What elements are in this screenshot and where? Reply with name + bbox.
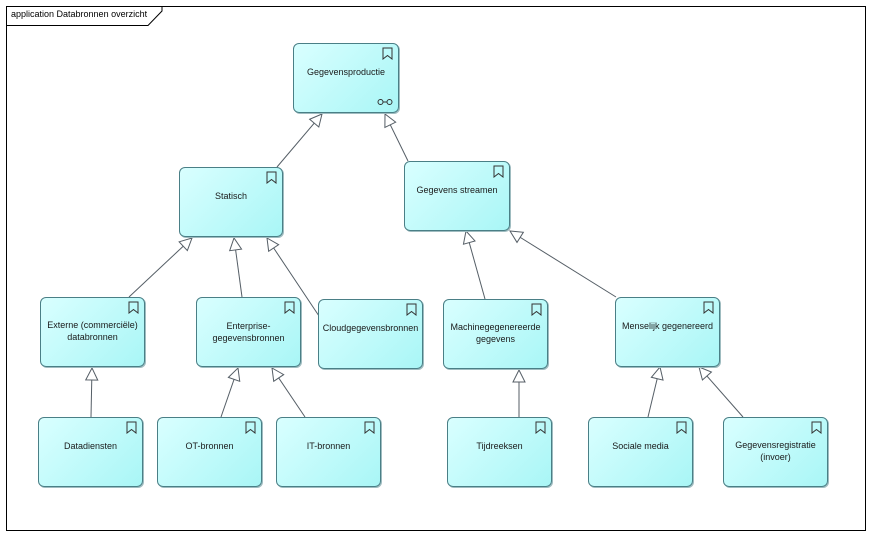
- bookmark-icon: [284, 301, 295, 314]
- node-gegevens-streamen[interactable]: Gegevens streamen: [404, 161, 510, 231]
- node-label: Datadiensten: [63, 441, 118, 451]
- edge-streamen-gegevensproductie[interactable]: [385, 114, 409, 162]
- node-machinegegenereerde-gegevens[interactable]: Machinegegenereerde gegevens: [443, 299, 548, 369]
- node-sociale-media[interactable]: Sociale media: [588, 417, 693, 487]
- bookmark-icon: [703, 301, 714, 314]
- edge-machine-streamen[interactable]: [466, 231, 486, 300]
- node-label: OT-bronnen: [185, 441, 234, 451]
- node-label: Tijdreeksen: [476, 441, 523, 451]
- node-label-line-1: Machinegegenereerde: [450, 322, 541, 332]
- node-label: Gegevensproductie: [306, 67, 386, 77]
- edge-sociale-menselijk[interactable]: [647, 367, 660, 418]
- bookmark-icon: [245, 421, 256, 434]
- bookmark-icon: [364, 421, 375, 434]
- bookmark-icon: [676, 421, 687, 434]
- diagram-title: application Databronnen overzicht: [11, 9, 148, 19]
- node-label-line-2: (invoer): [760, 452, 791, 462]
- node-label: Menselijk gegenereerd: [621, 321, 714, 331]
- node-externe-databronnen[interactable]: Externe (commerciële) databronnen: [40, 297, 145, 367]
- bookmark-icon: [493, 165, 504, 178]
- node-datadiensten[interactable]: Datadiensten: [38, 417, 143, 487]
- bookmark-icon: [535, 421, 546, 434]
- node-label: Statisch: [214, 191, 247, 201]
- node-label-line-1: Gegevensregistratie: [735, 440, 816, 450]
- edge-datadiensten-externe[interactable]: [91, 368, 92, 418]
- edge-registratie-menselijk[interactable]: [699, 367, 744, 418]
- edge-it-enterprise[interactable]: [272, 368, 306, 418]
- bookmark-icon: [531, 303, 542, 316]
- node-gegevensregistratie[interactable]: Gegevensregistratie (invoer): [723, 417, 828, 487]
- node-label: Gegevens streamen: [416, 185, 498, 195]
- bookmark-icon: [126, 421, 137, 434]
- node-label-line-2: gegevens: [475, 334, 516, 344]
- node-tijdreeksen[interactable]: Tijdreeksen: [447, 417, 552, 487]
- node-statisch[interactable]: Statisch: [179, 167, 283, 237]
- node-enterprise-gegevensbronnen[interactable]: Enterprise-gegevensbronnen: [196, 297, 301, 367]
- node-menselijk-gegenereerd[interactable]: Menselijk gegenereerd: [615, 297, 720, 367]
- edge-enterprise-statisch[interactable]: [234, 238, 243, 298]
- node-cloudgegevensbronnen[interactable]: Cloudgegevensbronnen: [318, 299, 423, 369]
- node-label: IT-bronnen: [306, 441, 351, 451]
- node-label: Enterprise-gegevensbronnen: [212, 321, 285, 343]
- node-ot-bronnen[interactable]: OT-bronnen: [157, 417, 262, 487]
- bookmark-icon: [406, 303, 417, 316]
- edge-statisch-gegevensproductie[interactable]: [276, 114, 322, 168]
- node-it-bronnen[interactable]: IT-bronnen: [276, 417, 381, 487]
- node-label: Gegevensregistratie (invoer): [727, 439, 824, 463]
- bookmark-icon: [128, 301, 139, 314]
- edge-cloud-statisch[interactable]: [267, 238, 320, 317]
- bookmark-icon: [811, 421, 822, 434]
- edge-menselijk-streamen[interactable]: [510, 231, 617, 298]
- node-label: Machinegegenereerde gegevens: [447, 321, 544, 345]
- bookmark-icon: [266, 171, 277, 184]
- node-label: Sociale media: [612, 441, 669, 451]
- node-label-line-2: databronnen: [67, 332, 118, 342]
- edge-externe-statisch[interactable]: [128, 238, 192, 298]
- link-icon: [377, 99, 393, 105]
- node-gegevensproductie[interactable]: Gegevensproductie: [293, 43, 399, 113]
- edge-ot-enterprise[interactable]: [220, 368, 238, 418]
- node-label: Cloudgegevensbronnen: [322, 323, 419, 333]
- node-label-line-1: Externe (commerciële): [47, 320, 138, 330]
- bookmark-icon: [382, 47, 393, 60]
- node-label: Externe (commerciële) databronnen: [44, 319, 141, 343]
